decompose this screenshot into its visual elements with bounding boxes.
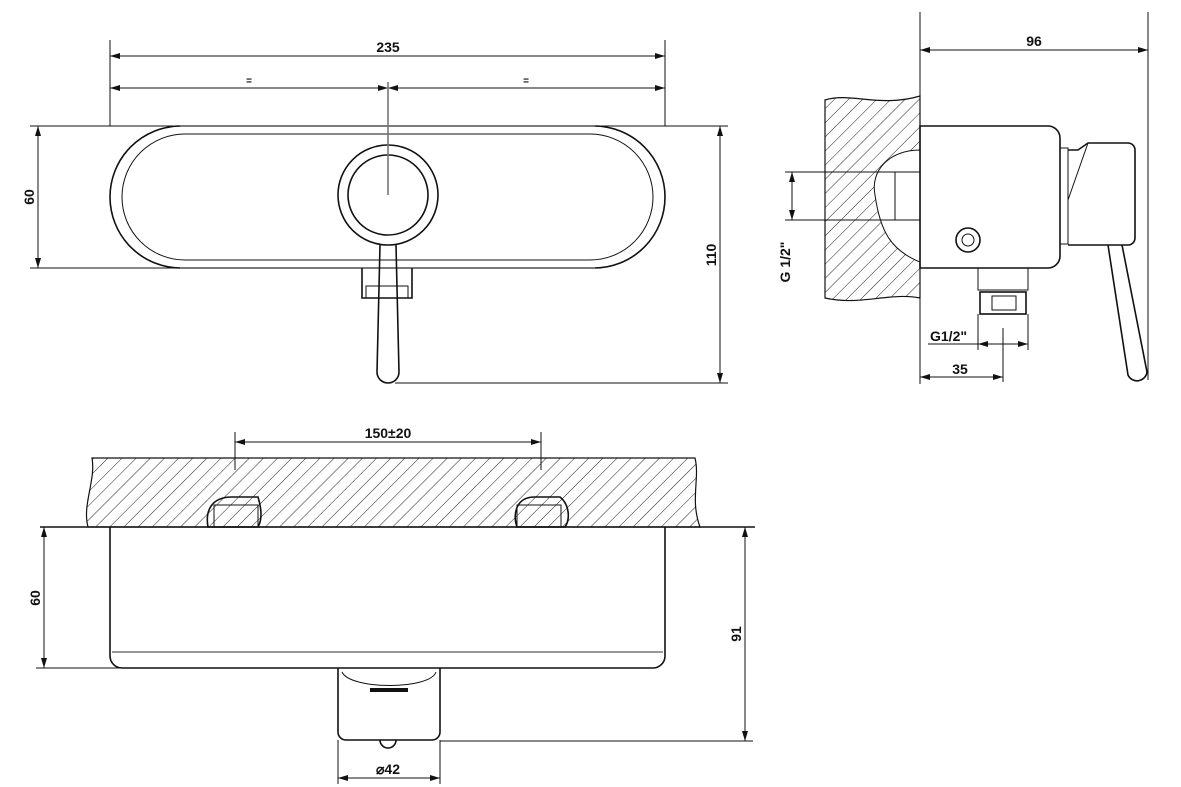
dim-inlet-thread: G 1/2" <box>777 242 793 283</box>
lever <box>376 244 400 384</box>
handle-body <box>1068 142 1136 246</box>
dim-total-depth: 91 <box>728 626 744 642</box>
dim-body-depth: 60 <box>27 590 43 606</box>
knob-top <box>337 668 441 741</box>
outlet-connector <box>361 268 413 299</box>
dim-outlet-offset: 35 <box>952 361 968 377</box>
wall-section-top <box>85 457 701 528</box>
side-view: 96 G 1/2" G1/2" 35 <box>777 12 1149 384</box>
top-view: 150±20 60 91 ⌀42 <box>27 425 755 784</box>
dim-depth: 96 <box>1026 33 1042 49</box>
dim-knob-diameter: ⌀42 <box>376 761 400 777</box>
inlet-fitting-right <box>514 496 570 528</box>
dim-inlet-spacing: 150±20 <box>365 425 412 441</box>
valve-body <box>919 125 1061 269</box>
hex-screw <box>955 227 981 253</box>
body-top <box>109 527 666 669</box>
dim-half-left: = <box>246 76 252 87</box>
dim-width: 235 <box>376 39 400 55</box>
inlet-fitting-left <box>206 496 262 528</box>
dim-total-height: 110 <box>703 243 719 266</box>
side-lever <box>1107 244 1148 382</box>
dim-height: 60 <box>21 189 37 205</box>
front-view: 235 = = 60 110 <box>21 39 728 384</box>
side-outlet-nut <box>979 291 1027 315</box>
dim-half-right: = <box>523 76 529 87</box>
dim-outlet-thread: G1/2" <box>930 328 967 344</box>
